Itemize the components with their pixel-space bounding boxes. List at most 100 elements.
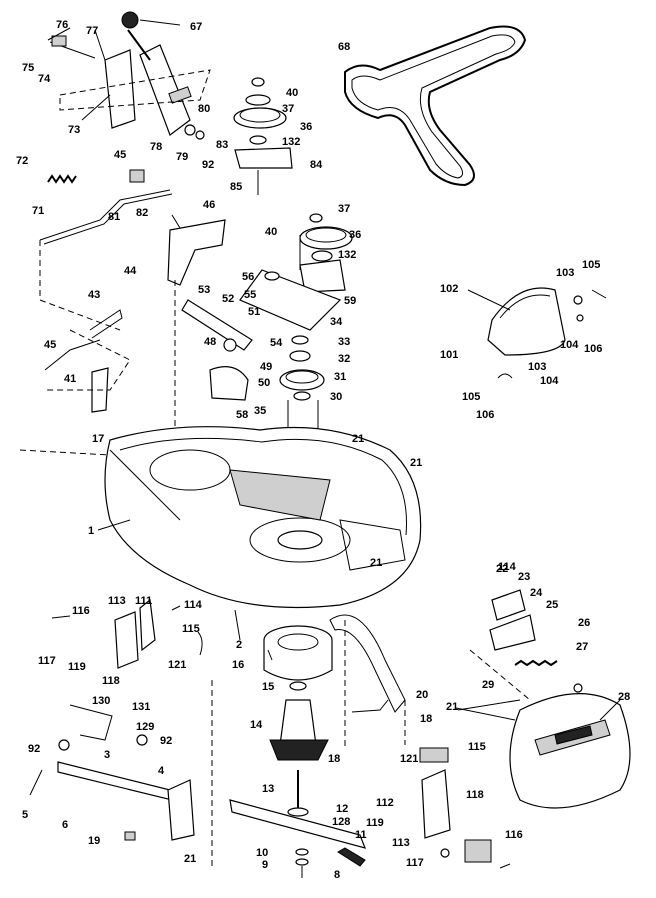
label-59: 59 — [344, 295, 356, 307]
label-128: 128 — [332, 816, 350, 828]
label-114a: 114 — [184, 599, 203, 611]
mower-deck — [19, 426, 422, 609]
drive-belt — [344, 25, 527, 187]
label-16: 16 — [232, 659, 244, 671]
lower-pulley-stack — [299, 213, 353, 293]
label-121b: 115 — [468, 741, 486, 753]
wheel-bracket-right — [469, 589, 583, 701]
label-13: 13 — [262, 783, 274, 795]
label-58: 58 — [236, 409, 248, 421]
label-24: 25 — [546, 599, 558, 611]
control-bracket-assembly — [49, 11, 211, 140]
label-132b: 132 — [338, 249, 356, 261]
label-37: 37 — [282, 103, 294, 115]
label-23: 24 — [530, 587, 543, 599]
label-129: 129 — [136, 721, 154, 733]
label-105: 105 — [582, 259, 600, 271]
label-115a: 115 — [182, 623, 200, 635]
label-104: 104 — [560, 339, 579, 351]
label-35: 35 — [254, 405, 266, 417]
label-78: 78 — [150, 141, 162, 153]
label-21f: 114 — [498, 561, 517, 573]
label-81: 81 — [108, 211, 120, 223]
label-4: 4 — [158, 765, 165, 777]
wheel-bracket-left — [51, 598, 203, 669]
label-115b: 112 — [376, 797, 394, 809]
label-73: 73 — [68, 124, 80, 136]
label-40: 40 — [286, 87, 298, 99]
label-21d: 21 — [184, 853, 196, 865]
label-18a: 18 — [420, 713, 432, 725]
label-102: 102 — [440, 283, 458, 295]
label-6: 6 — [62, 819, 68, 831]
label-45b: 45 — [44, 339, 56, 351]
label-77: 77 — [86, 25, 98, 37]
idler-bracket — [167, 214, 226, 450]
label-52: 52 — [222, 293, 234, 305]
label-34: 34 — [330, 316, 343, 328]
upper-pulley-stack — [233, 77, 293, 195]
label-121a: 121 — [168, 659, 186, 671]
leader-lines — [47, 19, 621, 721]
label-30: 30 — [330, 391, 342, 403]
label-32: 32 — [338, 353, 350, 365]
label-43: 43 — [88, 289, 100, 301]
label-75: 75 — [22, 62, 34, 74]
label-117b: 116 — [505, 829, 523, 841]
label-3: 3 — [104, 749, 110, 761]
label-41: 41 — [64, 373, 76, 385]
idler-arm-assembly — [181, 269, 342, 450]
label-19: 19 — [88, 835, 100, 847]
wheel-bracket-lower-right — [419, 747, 511, 869]
label-21a: 21 — [352, 433, 364, 445]
label-118a: 118 — [102, 675, 120, 687]
label-9: 9 — [262, 859, 268, 871]
label-27: 28 — [618, 691, 630, 703]
discharge-shield — [487, 287, 607, 379]
rear-link-arm — [29, 680, 213, 870]
label-36: 36 — [300, 121, 312, 133]
label-20: 20 — [416, 689, 428, 701]
label-106: 106 — [584, 343, 602, 355]
label-5: 5 — [22, 809, 28, 821]
label-83: 83 — [216, 139, 228, 151]
label-25: 26 — [578, 617, 590, 629]
label-31: 31 — [334, 371, 346, 383]
label-26: 27 — [576, 641, 588, 653]
label-36b: 36 — [349, 229, 361, 241]
label-116a: 116 — [72, 605, 90, 617]
label-80: 80 — [198, 103, 210, 115]
label-54: 54 — [270, 337, 283, 349]
label-92c: 92 — [160, 735, 172, 747]
label-111: 111 — [135, 595, 152, 607]
label-29: 21 — [446, 701, 458, 713]
label-131: 131 — [132, 701, 150, 713]
label-17: 17 — [92, 433, 104, 445]
label-105b: 105 — [462, 391, 480, 403]
label-49: 49 — [260, 361, 272, 373]
label-21c: 21 — [370, 557, 382, 569]
label-119a: 119 — [68, 661, 86, 673]
part-number-labels: 76 67 77 75 74 73 80 78 79 92 40 37 36 8… — [16, 19, 630, 881]
label-55: 55 — [244, 289, 256, 301]
label-21e: 22 — [496, 563, 508, 575]
label-71: 71 — [32, 205, 44, 217]
label-11: 11 — [355, 829, 367, 841]
label-33: 33 — [338, 336, 350, 348]
label-101: 101 — [440, 349, 458, 361]
label-113b: 117 — [406, 857, 424, 869]
spring-and-rod — [39, 169, 173, 331]
label-15: 15 — [262, 681, 274, 693]
label-51: 51 — [248, 306, 260, 318]
label-22: 23 — [518, 571, 530, 583]
label-130: 130 — [92, 695, 110, 707]
label-104b: 104 — [540, 375, 559, 387]
label-1: 1 — [88, 525, 94, 537]
front-cover — [457, 693, 631, 809]
label-18b: 18 — [328, 753, 340, 765]
label-28: 29 — [482, 679, 494, 691]
label-85: 85 — [230, 181, 242, 193]
label-50: 50 — [258, 377, 270, 389]
label-45: 45 — [114, 149, 126, 161]
label-103: 103 — [556, 267, 574, 279]
